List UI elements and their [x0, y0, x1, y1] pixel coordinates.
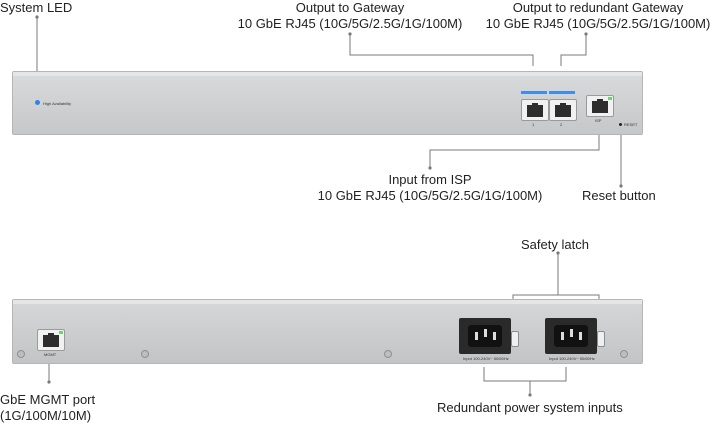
- port-1-label: 1: [532, 122, 535, 127]
- port-isp-link-led: [608, 97, 612, 100]
- leader-dot-latch: [556, 251, 560, 255]
- power-inlet-1-pin-right: [493, 332, 496, 340]
- mgmt-port-rj45[interactable]: [37, 329, 65, 351]
- system-led: [35, 100, 40, 105]
- port-2-led-bar: [549, 91, 575, 94]
- port-isp-rj45[interactable]: [586, 95, 614, 117]
- mgmt-link-led: [59, 331, 63, 334]
- power-inlet-1-text: Input 100-240V~ 50/60Hz: [463, 356, 509, 361]
- label-mgmt-port: GbE MGMT port (1G/100M/10M): [0, 392, 95, 424]
- leader-input-isp: [429, 126, 600, 168]
- reset-text: RESET: [624, 122, 638, 127]
- leader-dot-reset: [619, 184, 623, 188]
- screw-mid-right: [384, 350, 392, 358]
- label-output-redundant-line1: Output to redundant Gateway: [512, 0, 684, 15]
- safety-latch-1[interactable]: [511, 331, 519, 347]
- port-isp-jack: [592, 99, 608, 113]
- power-inlet-2[interactable]: [545, 318, 597, 354]
- label-output-gateway-line2: 10 GbE RJ45 (10G/5G/2.5G/1G/100M): [237, 16, 463, 31]
- leader-output-redundant: [560, 34, 587, 66]
- power-inlet-1-pin-mid: [484, 329, 487, 337]
- reset-button[interactable]: [619, 123, 622, 126]
- front-panel-top-edge: [13, 72, 642, 76]
- label-input-isp-line1: Input from ISP: [388, 172, 472, 187]
- screw-left: [17, 350, 25, 358]
- leader-dot-power: [528, 393, 532, 397]
- leader-redundant-power: [483, 367, 567, 395]
- leader-dot-redundant: [584, 32, 588, 36]
- screw-mid-left: [141, 350, 149, 358]
- label-input-isp: Input from ISP 10 GbE RJ45 (10G/5G/2.5G/…: [305, 172, 555, 204]
- leader-output-gateway: [349, 34, 534, 66]
- screw-right: [620, 350, 628, 358]
- label-output-gateway-line1: Output to Gateway: [295, 0, 405, 15]
- label-mgmt-line2: (1G/100M/10M): [0, 408, 92, 423]
- label-safety-latch: Safety latch: [521, 237, 589, 252]
- port-1-rj45[interactable]: [521, 99, 549, 121]
- mgmt-text: MGMT: [44, 352, 57, 357]
- back-panel: MGMT Input 100-240V~ 50/60Hz Input 100-2…: [12, 299, 643, 364]
- leader-dot-gateway: [348, 32, 352, 36]
- port-2-rj45[interactable]: [549, 99, 577, 121]
- label-redundant-power: Redundant power system inputs: [437, 400, 623, 415]
- label-output-redundant-line2: 10 GbE RJ45 (10G/5G/2.5G/1G/100M): [485, 16, 711, 31]
- port-1-led-bar: [521, 91, 547, 94]
- label-mgmt-line1: GbE MGMT port: [0, 392, 96, 407]
- back-panel-top-edge: [13, 300, 642, 304]
- power-inlet-2-pin-mid: [570, 329, 573, 337]
- power-inlet-2-socket: [554, 325, 588, 347]
- port-2-label: 2: [560, 122, 563, 127]
- port-2-jack: [555, 103, 571, 117]
- power-inlet-2-text: Input 100-240V~ 50/60Hz: [549, 356, 595, 361]
- power-inlet-1-pin-left: [475, 332, 478, 340]
- front-led-text: High Availability: [43, 101, 71, 106]
- label-output-redundant: Output to redundant Gateway 10 GbE RJ45 …: [478, 0, 718, 32]
- front-panel: High Availability 1 2 ISP RESET: [12, 71, 643, 135]
- power-inlet-1[interactable]: [459, 318, 511, 354]
- label-input-isp-line2: 10 GbE RJ45 (10G/5G/2.5G/1G/100M): [317, 188, 543, 203]
- power-inlet-2-pin-left: [561, 332, 564, 340]
- label-output-gateway: Output to Gateway 10 GbE RJ45 (10G/5G/2.…: [225, 0, 475, 32]
- port-1-jack: [527, 103, 543, 117]
- safety-latch-2[interactable]: [597, 331, 605, 347]
- leader-dot-system-led: [35, 15, 39, 19]
- port-isp-label: ISP: [595, 118, 602, 123]
- label-reset-button: Reset button: [582, 188, 656, 203]
- power-inlet-2-pin-right: [579, 332, 582, 340]
- label-system-led: System LED: [0, 0, 73, 15]
- mgmt-jack: [43, 333, 59, 347]
- power-inlet-1-socket: [468, 325, 502, 347]
- leader-dot-mgmt: [47, 380, 51, 384]
- leader-dot-isp: [428, 166, 432, 170]
